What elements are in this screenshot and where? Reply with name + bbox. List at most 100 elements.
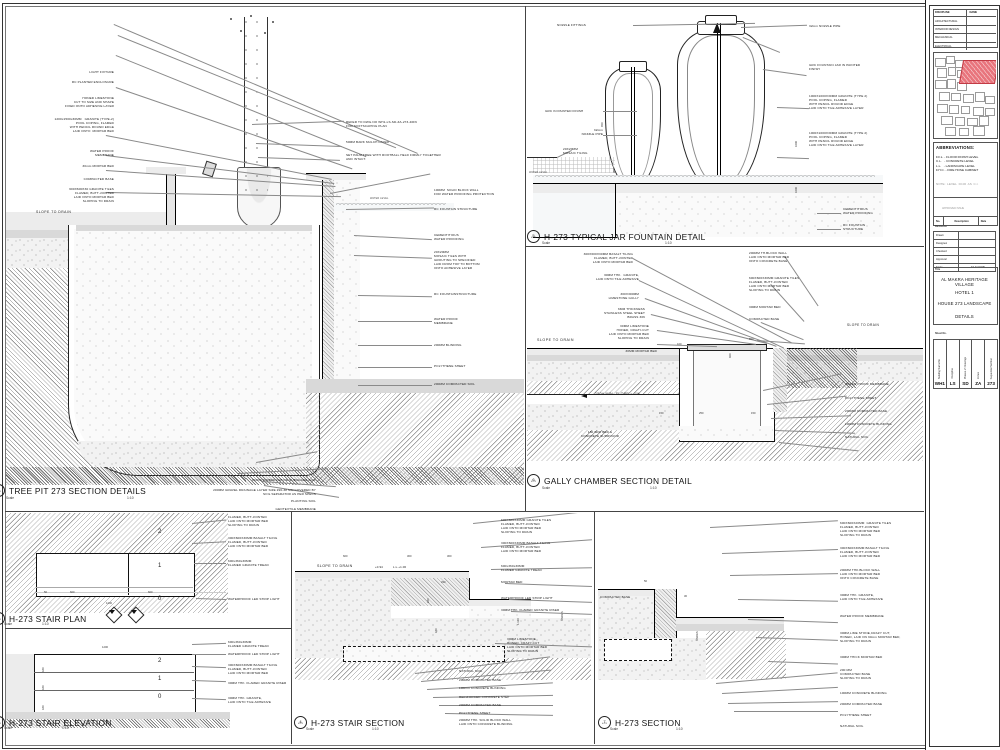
key-plan-block — [937, 104, 948, 113]
key-plan-block — [947, 79, 956, 89]
leader-s7-j — [728, 701, 839, 704]
key-plan[interactable] — [933, 52, 996, 137]
discipline-header-cell: DISCIPLINE — [933, 9, 968, 17]
meta-row-designed: Designed — [933, 239, 996, 247]
leader-s7-k — [734, 711, 838, 712]
disc-cell-elec: ELECTRICAL — [933, 42, 968, 50]
panel-number-3: 3 H-273 — [0, 484, 5, 497]
panel-section-7: COMPACTED BASE 50 30 VARIES 600X600X20MM… — [598, 513, 924, 728]
note-rc-fountain-structure-jar: RC FOUNTAIN STRUCTURE — [843, 223, 866, 232]
note-s7-wp-membrane: WATER PROOF MEMBRANE — [840, 614, 884, 618]
geotextile-membrane-band-left — [6, 467, 246, 485]
meta-row-drawn: Drawn — [933, 231, 996, 239]
solid-block-wall-right — [322, 179, 334, 379]
key-plan-block — [949, 105, 959, 114]
revision-desc-label: Description — [954, 219, 969, 223]
revision-date-cell: Date — [979, 217, 997, 225]
leader-rc-structure — [357, 295, 432, 298]
palm-fronds — [221, 13, 291, 39]
pool-coping-top — [533, 183, 883, 184]
note-s7-granite-adhesive: 30MM THK. GRANITE, LAID ONTO TILE ADHESI… — [840, 593, 884, 602]
panel-title-jar-fountain: 5 H-273 H-273 TYPICAL JAR FOUNTAIN DETAI… — [527, 230, 706, 243]
section-marker-b[interactable] — [127, 606, 144, 623]
meta-value-drawn[interactable] — [959, 232, 995, 239]
panel-scale-value-stair-elev: 1:10 — [62, 726, 69, 730]
note-honed-limestone: HONED LIMESTONE CUT TO SIZE AND SHAPE FI… — [65, 96, 114, 109]
note-mortar-bed: 30mm MORTAR BED — [82, 164, 114, 168]
key-plan-block — [948, 67, 956, 76]
sheet-col-building: Building Name/No WH1 — [934, 340, 947, 388]
key-plan-block — [946, 56, 955, 64]
meta-label-drawn: Drawn — [936, 234, 944, 237]
key-plan-canvas — [933, 52, 996, 137]
leader-jar-painted — [762, 69, 807, 77]
discipline-row-electrical: ELECTRICAL — [933, 42, 996, 50]
panel-title-gally: 6 H-273 GALLY CHAMBER SECTION DETAIL — [527, 474, 692, 487]
title-label: Title — [935, 268, 941, 271]
dim-ssec-180: 180 — [427, 598, 430, 603]
note-splan-basalt: 300X600X30MM BASALT TILING FLAMED, BUTT-… — [228, 536, 278, 549]
meta-value-designed[interactable] — [959, 240, 995, 247]
flow-arrow-left — [581, 394, 587, 398]
note-granite-tiles-gally: 600X600X30MM GRANITE TILES FLAMED, BUTT-… — [749, 276, 800, 293]
note-s7-compacted-base-left: COMPACTED BASE — [600, 595, 631, 599]
leader-s7-d — [737, 599, 838, 602]
leader-wp-membrane-2 — [358, 321, 432, 322]
panel-scale-label-stair-elev: Scale — [4, 726, 12, 730]
note-wp-membrane-gally: WATER PROOF MEMBRANE — [845, 382, 889, 386]
panel-title-text-stair-elevation: H-273 STAIR ELEVATION — [9, 717, 112, 728]
note-softscaping-ref: REFER TO DWG.NO WH1-LS-SD-ZA-273-40F6 FO… — [346, 120, 418, 129]
note-splan-granite-tread: 600x360x30MM FLAMED GRANITE TREAD — [228, 559, 269, 568]
block-wall-edge-a — [322, 179, 323, 379]
meta-value-approval[interactable] — [959, 256, 995, 263]
panel-scale-value-section-7: 1:10 — [676, 727, 683, 731]
note-ssec-block-wall: 200MM THK. SOLID BLOCK WALL LAID ONTO CO… — [459, 718, 513, 727]
note-mortar-bed-gally-right: 30MM MORTAR BED — [749, 305, 781, 309]
stair-plan-riser-0: 0 — [158, 596, 162, 602]
note-s7-granite-tiles: 600X600X20MM GRANITE TILES FLAMED, BUTT-… — [840, 521, 892, 538]
key-plan-border — [933, 52, 998, 139]
note-palm-rootball: SET PALM TREE WITH ROOTBALL HELD FIRMLY … — [346, 153, 441, 162]
stair-elev-outline — [34, 654, 196, 714]
disc-cell-arch: ARCHITECTURAL — [933, 17, 968, 25]
note-grc-painted-finish: GRC IN PAINTED FINISH — [545, 109, 584, 113]
planter-wall-left — [166, 167, 175, 225]
planter-wall-left-edge — [166, 167, 167, 225]
note-waterproof-membrane-2: WATER PROOF MEMBRANE — [434, 317, 459, 326]
discipline-row-interior: INTERIOR DESIGN — [933, 25, 996, 35]
planter-wall-left-edge2 — [175, 167, 176, 225]
gally-chamber-inner — [693, 348, 761, 428]
note-s7-compacted-base: 200MM COMPACTED BASE — [840, 702, 883, 706]
note-ssec-concrete-blinding: 100mm CONCRETE BLINDING — [459, 686, 506, 690]
revision-no-label: No. — [936, 219, 941, 223]
note-ssec-mortar-bed: MORTAR BED — [501, 580, 523, 584]
dim-stair-plan-600a: 600 — [70, 591, 75, 594]
gally-chamber-base — [679, 426, 773, 440]
section-marker-a[interactable] — [105, 606, 122, 623]
key-plan-block — [973, 107, 984, 116]
dim-stair-elev-180a: 180 — [42, 667, 45, 672]
meta-rows: Drawn Designed Checked Approval — [933, 231, 996, 272]
stair-plan-riser-line — [128, 553, 129, 595]
note-slope-to-drain-gally-right: SLOPE TO DRAIN — [847, 323, 880, 327]
note-block-wall-gally: 200MM TH.BLOCK WALL LAID ONTO MORTAR BED… — [749, 251, 790, 264]
leader-rc-fountain-jar — [817, 229, 841, 230]
dim-jar-a: 450 — [601, 122, 604, 127]
water-body — [334, 203, 454, 211]
panel-scale-value-tree-pit: 1:10 — [127, 496, 134, 500]
pool-coping-band — [533, 183, 883, 193]
meta-value-checked[interactable] — [959, 248, 995, 255]
fountain-coping-top — [306, 173, 366, 174]
water-level-wavy-line — [336, 202, 446, 205]
sheet-col-caption-sequence: Sequential Number — [989, 357, 993, 379]
meta-row-checked: Checked — [933, 247, 996, 255]
note-light-fixture: LIGHT FIXTURE — [89, 70, 114, 74]
note-granite-coping: 1200x1500x30MM GRANITE (TYPE-2) POOL COP… — [54, 117, 114, 134]
discipline-row-architectural: ARCHITECTURAL — [933, 17, 996, 26]
note-s7-mortar-bed: 30MM THICK MORTAR BED — [840, 655, 883, 659]
pool-floor — [533, 237, 617, 238]
key-plan-block — [935, 58, 946, 67]
note-nozzle-fittings: NOZZLE FITTINGS — [557, 23, 586, 27]
section-marker-a-triangle — [109, 610, 116, 615]
